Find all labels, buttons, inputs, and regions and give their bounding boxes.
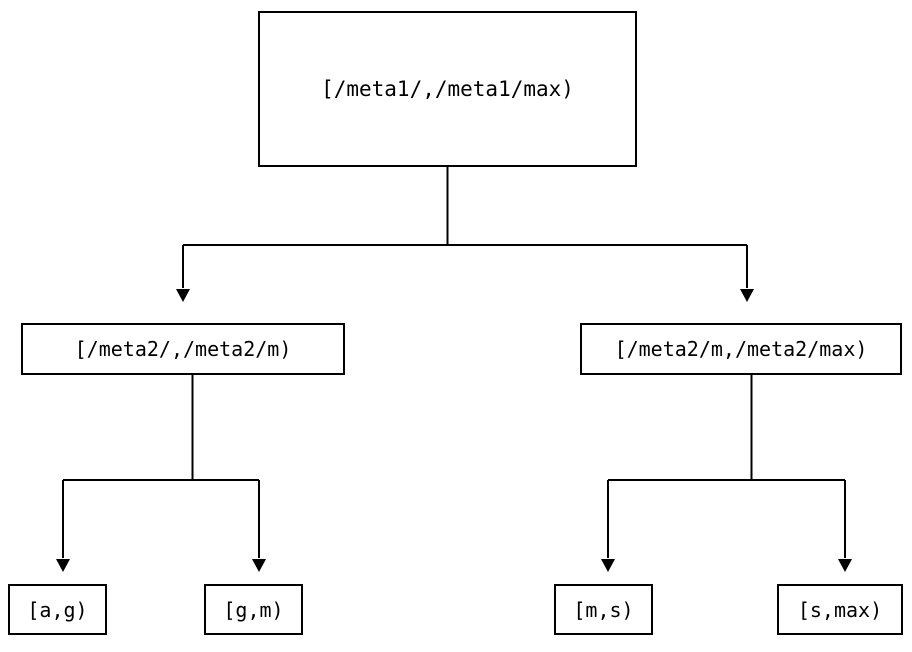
arrowhead-mid-left <box>176 289 190 302</box>
node-leaf-g-m-label: [g,m) <box>223 597 284 622</box>
node-leaf-m-s[interactable]: [m,s) <box>554 584 653 635</box>
node-root-label: [/meta1/,/meta1/max) <box>321 76 574 101</box>
node-leaf-a-g[interactable]: [a,g) <box>8 584 107 635</box>
arrowhead-mid-right <box>740 289 754 302</box>
node-meta2-lower[interactable]: [/meta2/,/meta2/m) <box>21 323 345 375</box>
node-meta2-lower-label: [/meta2/,/meta2/m) <box>74 337 292 361</box>
node-leaf-m-s-label: [m,s) <box>573 597 634 622</box>
arrowhead-leaf-3 <box>838 559 852 572</box>
node-leaf-a-g-label: [a,g) <box>27 597 88 622</box>
node-leaf-s-max[interactable]: [s,max) <box>777 584 903 635</box>
node-leaf-s-max-label: [s,max) <box>797 597 883 622</box>
node-meta2-upper[interactable]: [/meta2/m,/meta2/max) <box>580 323 902 375</box>
node-root[interactable]: [/meta1/,/meta1/max) <box>258 11 637 167</box>
arrowhead-leaf-0 <box>56 559 70 572</box>
node-leaf-g-m[interactable]: [g,m) <box>204 584 303 635</box>
arrowhead-leaf-2 <box>601 559 615 572</box>
arrowhead-leaf-1 <box>252 559 266 572</box>
node-meta2-upper-label: [/meta2/m,/meta2/max) <box>614 337 868 361</box>
